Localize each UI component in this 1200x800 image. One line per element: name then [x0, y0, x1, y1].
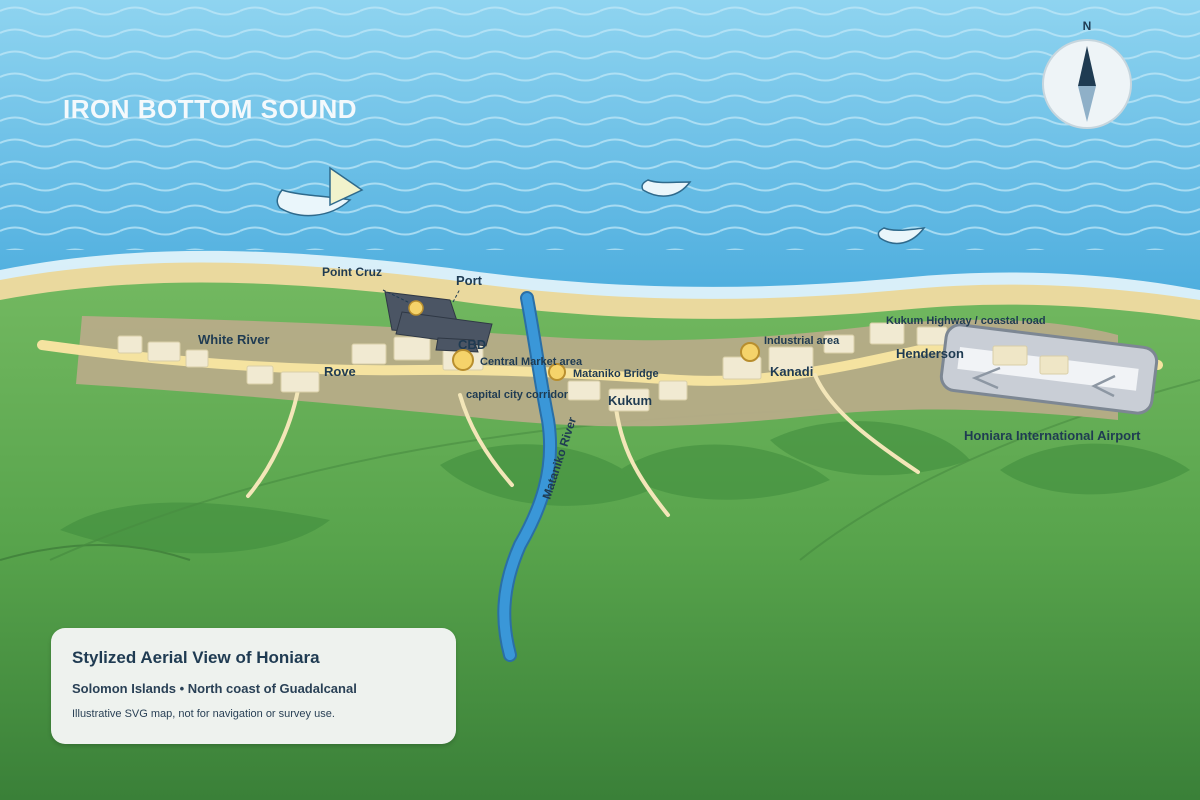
legend-title: Stylized Aerial View of Honiara — [72, 648, 320, 667]
mataniko-river-inner — [499, 293, 556, 660]
label-industrial-area: Industrial area — [764, 335, 840, 347]
compass-needle-north-icon — [1078, 46, 1096, 86]
point-cruz-marker — [408, 300, 424, 316]
label-point-cruz: Point Cruz — [322, 265, 382, 279]
label-capital-corridor: capital city corridor — [466, 389, 569, 401]
poi-markers — [408, 300, 760, 381]
mataniko-bridge-marker — [548, 363, 566, 381]
inland-roads — [246, 373, 920, 517]
legend-note: Illustrative SVG map, not for navigation… — [72, 708, 335, 720]
label-kukum-highway: Kukum Highway / coastal road — [886, 315, 1046, 327]
sail-icon — [329, 166, 364, 207]
label-central-market: Central Market area — [480, 356, 583, 368]
boats — [276, 166, 926, 245]
label-kanadi: Kanadi — [770, 364, 813, 379]
sailboat-icon — [276, 189, 352, 217]
cbd-blocks — [384, 291, 493, 353]
place-labels: Point Cruz Port White River Rove CBD Cen… — [198, 265, 1141, 501]
compass: N — [1042, 19, 1132, 129]
runway-arrow-left-icon — [971, 366, 1001, 390]
central-market-marker — [452, 349, 474, 371]
boat-icon — [877, 227, 926, 245]
point-cruz-leader — [382, 289, 413, 305]
airport — [939, 323, 1159, 415]
boat-icon — [641, 179, 692, 197]
legend-subtitle: Solomon Islands • North coast of Guadalc… — [72, 681, 357, 696]
label-airport: Honiara International Airport — [964, 428, 1141, 443]
label-mataniko-bridge: Mataniko Bridge — [573, 368, 659, 380]
compass-needle-south-icon — [1078, 86, 1096, 122]
sea-label: IRON BOTTOM SOUND — [63, 94, 357, 124]
runway-arrow-right-icon — [1091, 374, 1116, 398]
industrial-area-marker — [740, 342, 760, 362]
label-kukum: Kukum — [608, 393, 652, 408]
port-leader — [452, 288, 461, 303]
compass-north-label: N — [1083, 19, 1092, 33]
label-rove: Rove — [324, 364, 356, 379]
label-port: Port — [456, 273, 483, 288]
label-henderson: Henderson — [896, 346, 964, 361]
legend-panel: Stylized Aerial View of Honiara Solomon … — [51, 628, 456, 744]
label-cbd: CBD — [458, 337, 486, 352]
label-white-river: White River — [198, 332, 270, 347]
